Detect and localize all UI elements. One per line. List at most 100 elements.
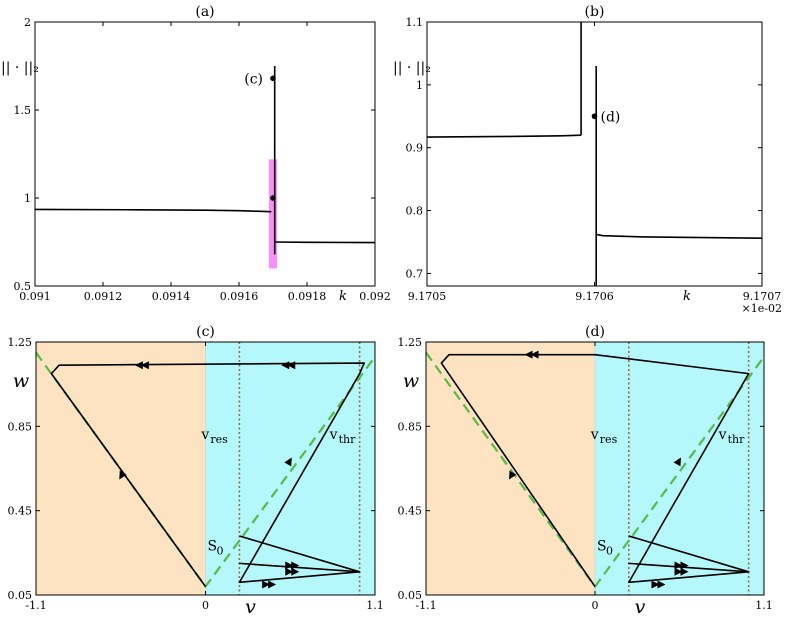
s0-subscript: 0 [606, 545, 613, 558]
chart-panel-a: 0.091 0.0912 0.0914 0.0916 0.0918 0.092 0.5 1 1.… [1, 4, 391, 304]
y-tick-label: 0.05 [398, 589, 423, 602]
y-tick-label: 2 [24, 16, 31, 29]
x-axis-label: k [683, 289, 691, 304]
region-1 [205, 341, 376, 596]
series-line-3 [596, 233, 763, 240]
x-multiplier: ×1e-02 [742, 302, 782, 315]
direction-arrow [119, 470, 127, 480]
plot-frame [426, 21, 763, 287]
x-tick-label: 0.0916 [220, 290, 259, 303]
x-tick-label: 9.1706 [575, 290, 614, 303]
v-res-label: v [200, 427, 209, 443]
y-tick-label: 0.45 [8, 505, 33, 518]
direction-arrow [285, 561, 294, 570]
panel-title: (b) [585, 4, 605, 20]
data-point [270, 75, 276, 82]
y-tick-label: 0.85 [398, 420, 423, 433]
x-axis-label: v [245, 596, 256, 618]
y-axis-label: || · ||₂ [393, 60, 431, 76]
x-tick-label: 0.091 [19, 290, 51, 303]
y-tick-label: 0.45 [398, 505, 423, 518]
direction-arrow [674, 561, 683, 570]
y-tick-label: 1.5 [14, 104, 32, 117]
series-line-0 [426, 134, 582, 138]
x-tick-label: 0.0918 [288, 290, 327, 303]
direction-arrow [291, 561, 300, 570]
v-thr-label: v [329, 427, 338, 443]
highlight-band [269, 159, 277, 269]
region-1 [594, 341, 765, 596]
trajectory-line [50, 362, 366, 588]
data-point [591, 113, 598, 120]
direction-arrow [262, 580, 271, 589]
v-thr-subscript: thr [339, 433, 357, 446]
region-0 [425, 341, 596, 596]
direction-arrow [530, 350, 539, 359]
direction-arrow [657, 580, 666, 589]
direction-arrow [287, 361, 296, 370]
direction-arrow [268, 580, 277, 589]
y-tick-label: 1 [416, 79, 423, 92]
chart-panel-b: 9.1705 9.1706 9.1707 0.7 0.8 0.9 1 1.1 (b) k || · … [393, 4, 782, 315]
y-tick-label: 0.5 [14, 280, 32, 293]
direction-arrow [134, 361, 143, 370]
y-tick-label: 1.25 [8, 336, 33, 349]
y-tick-label: 0.7 [406, 267, 424, 280]
y-tick-label: 1.1 [406, 16, 424, 29]
y-tick-label: 1 [24, 192, 31, 205]
v-res-label: v [590, 427, 599, 443]
x-tick-label: 0.092 [359, 290, 391, 303]
point-label: (c) [244, 71, 263, 87]
x-tick-label: 0.0912 [84, 290, 123, 303]
y-axis-label: || · ||₂ [1, 60, 39, 76]
y-axis-label: w [13, 370, 29, 392]
s0-label: S [208, 539, 218, 555]
x-tick-label: -1.1 [415, 599, 436, 612]
direction-arrow [284, 457, 292, 467]
direction-arrow [281, 361, 290, 370]
series-line-1 [274, 241, 376, 244]
panel-title: (a) [195, 4, 214, 20]
x-tick-label: 0 [202, 599, 209, 612]
v-res-subscript: res [210, 433, 228, 446]
v-thr-label: v [718, 427, 727, 443]
data-point [270, 195, 276, 201]
direction-arrow [285, 567, 294, 576]
point-label: (d) [601, 109, 621, 125]
trajectory-line [440, 353, 750, 588]
direction-arrow [509, 470, 517, 480]
y-tick-label: 0.9 [406, 142, 424, 155]
x-tick-label: 0 [592, 599, 599, 612]
x-axis-label: v [635, 596, 646, 618]
x-axis-label: k [339, 289, 347, 304]
direction-arrow [651, 580, 660, 589]
x-tick-label: 9.1705 [408, 290, 447, 303]
v-thr-subscript: thr [728, 433, 746, 446]
direction-arrow [524, 350, 533, 359]
direction-arrow [674, 567, 683, 576]
direction-arrow [680, 567, 689, 576]
x-tick-label: -1.1 [25, 599, 46, 612]
s0-subscript: 0 [217, 545, 224, 558]
y-tick-label: 0.85 [8, 420, 33, 433]
direction-arrow [140, 361, 149, 370]
y-tick-label: 0.05 [8, 589, 33, 602]
panel-title: (d) [585, 324, 605, 340]
x-tick-label: 1.1 [755, 599, 773, 612]
y-tick-label: 0.8 [406, 205, 424, 218]
x-tick-label: 0.0914 [152, 290, 191, 303]
series-line-0 [34, 208, 272, 213]
s0-label: S [597, 539, 607, 555]
v-res-subscript: res [600, 433, 618, 446]
plot-frame [34, 21, 376, 287]
direction-arrow [291, 567, 300, 576]
x-tick-label: 1.1 [366, 599, 384, 612]
direction-arrow [673, 457, 681, 467]
panel-title: (c) [196, 324, 215, 340]
direction-arrow [680, 561, 689, 570]
x-tick-label: 9.1707 [743, 290, 782, 303]
y-tick-label: 1.25 [398, 336, 423, 349]
